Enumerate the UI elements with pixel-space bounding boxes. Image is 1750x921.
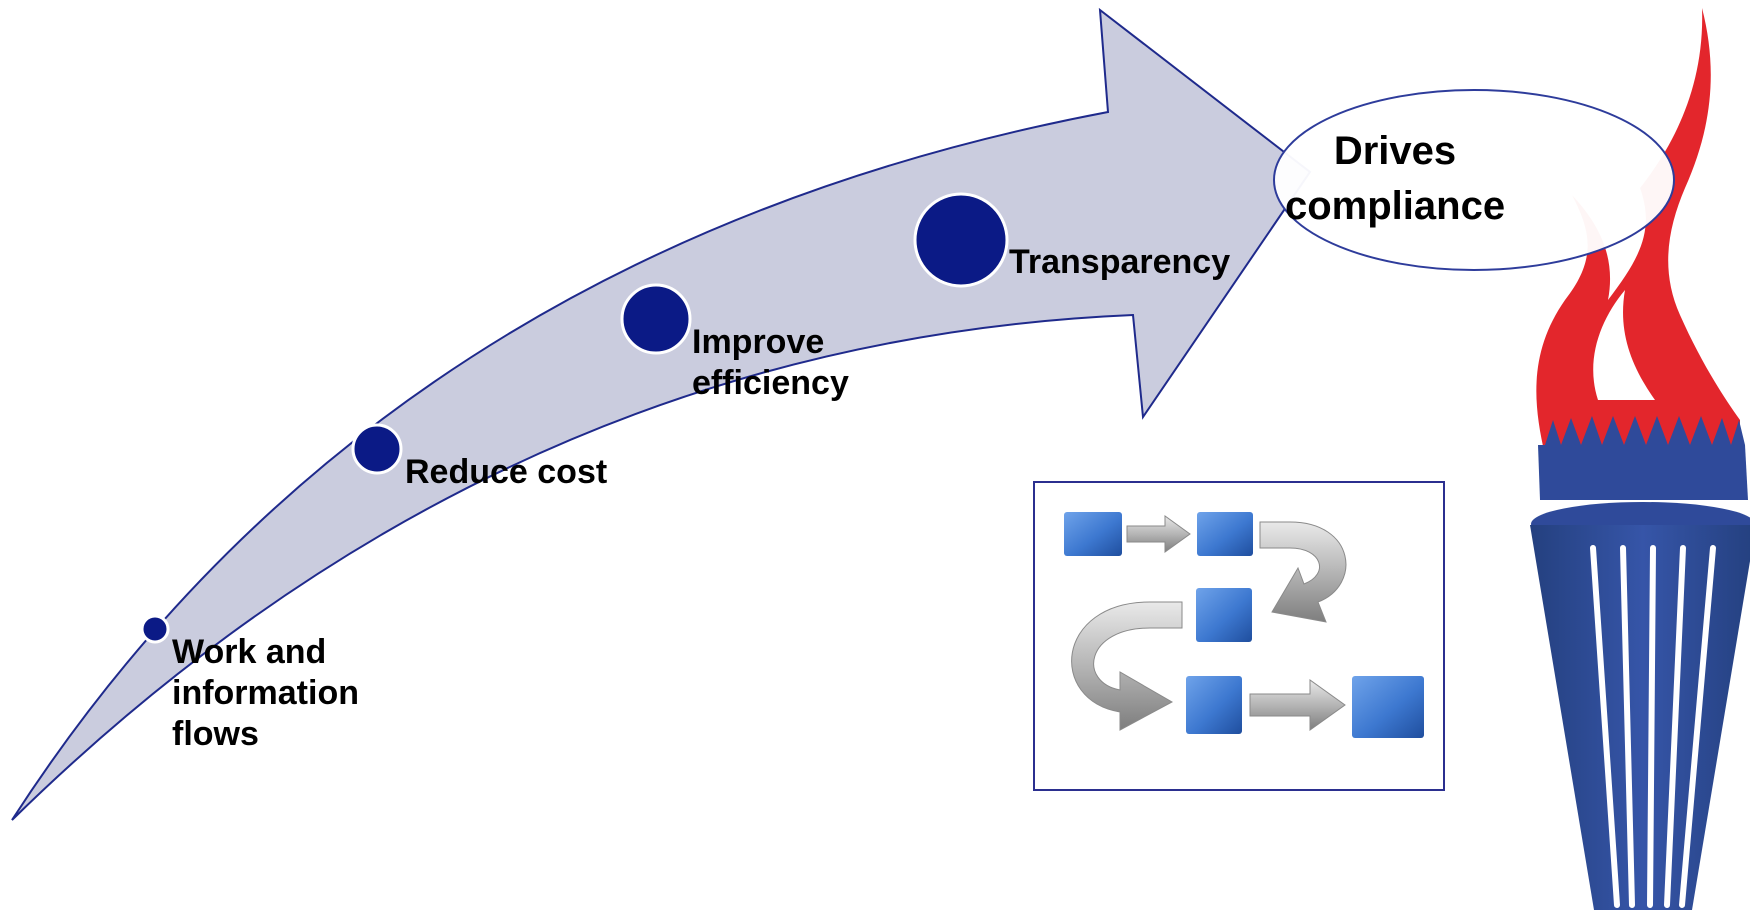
flow-curve-left bbox=[1071, 601, 1183, 731]
torch-icon bbox=[1530, 8, 1750, 910]
milestone-dot-1 bbox=[140, 614, 170, 644]
milestone-label-4: Transparency bbox=[1009, 242, 1230, 283]
flow-box-1 bbox=[1064, 512, 1122, 556]
milestone-dot-3 bbox=[620, 283, 692, 355]
flame-shape bbox=[1536, 8, 1740, 455]
goal-label-line-2: compliance bbox=[1285, 184, 1506, 228]
milestone-label-1-line-3: flows bbox=[172, 715, 259, 753]
milestone-label-3-line-2: efficiency bbox=[692, 364, 849, 402]
milestone-dot-4 bbox=[913, 192, 1009, 288]
flame-highlight bbox=[1593, 290, 1655, 400]
flow-box-4 bbox=[1186, 676, 1242, 734]
flow-arrow-right-1 bbox=[1126, 515, 1191, 553]
torch-crown-teeth bbox=[1545, 416, 1745, 445]
milestone-label-3: Improve efficiency bbox=[692, 322, 849, 404]
goal-label-line-1: Drives bbox=[1333, 129, 1457, 173]
milestone-label-2-line-1: Reduce cost bbox=[405, 453, 608, 491]
torch-handle bbox=[1530, 525, 1750, 910]
flow-box-5 bbox=[1352, 676, 1424, 738]
milestone-label-4-line-1: Transparency bbox=[1009, 243, 1231, 281]
goal-label: Drives compliance bbox=[1285, 124, 1505, 234]
process-flow-icon bbox=[1033, 481, 1445, 791]
flow-box-3 bbox=[1196, 588, 1252, 642]
torch-grooves bbox=[1590, 545, 1716, 908]
goal-ellipse bbox=[1273, 89, 1675, 271]
flow-curve-right bbox=[1259, 521, 1347, 623]
flow-box-2 bbox=[1197, 512, 1253, 556]
milestone-label-1-line-2: information bbox=[172, 674, 359, 712]
flow-arrow-right-2 bbox=[1249, 679, 1346, 731]
milestone-label-2: Reduce cost bbox=[405, 452, 607, 493]
torch-crown bbox=[1538, 445, 1748, 500]
milestone-label-1-line-1: Work and bbox=[172, 633, 327, 671]
milestone-label-1: Work and information flows bbox=[172, 632, 359, 755]
milestone-label-3-line-1: Improve bbox=[692, 323, 825, 361]
milestone-dot-2 bbox=[351, 423, 403, 475]
